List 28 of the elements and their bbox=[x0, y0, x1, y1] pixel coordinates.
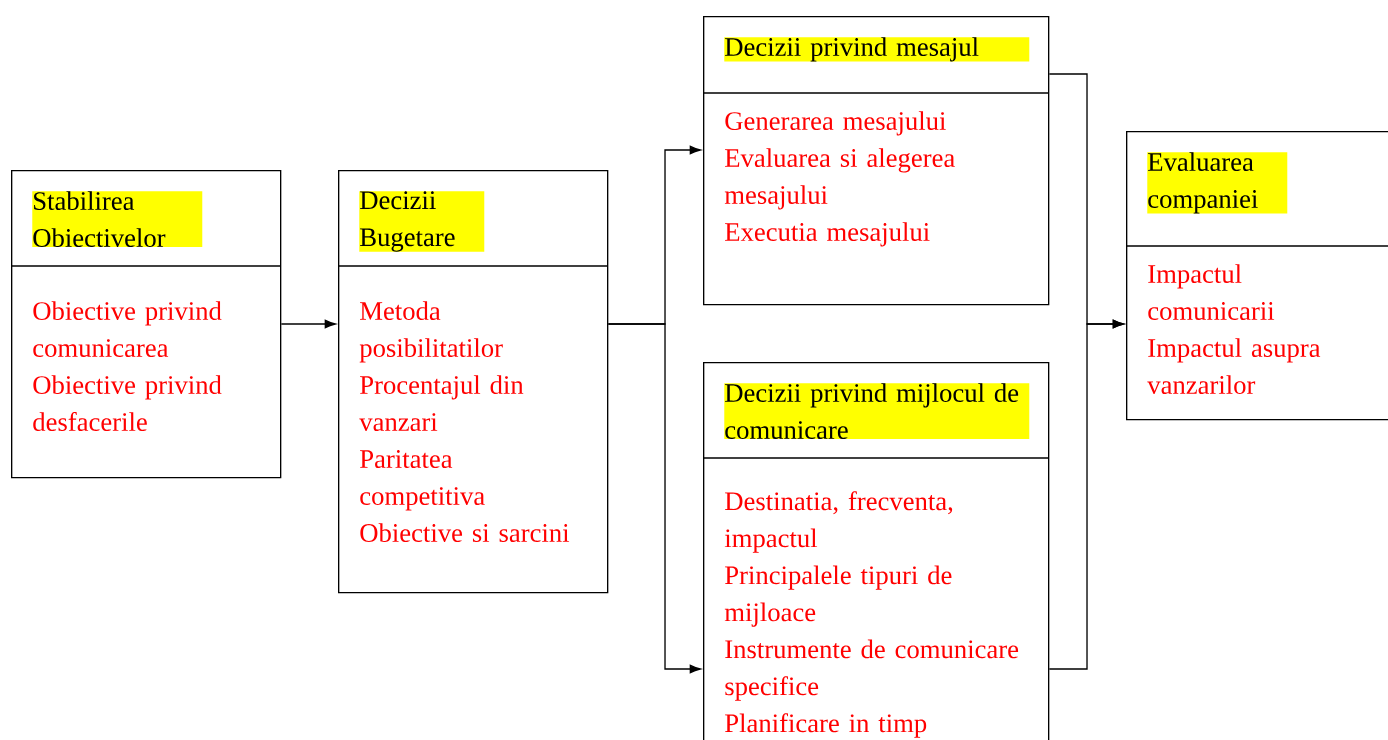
process-box bbox=[703, 16, 1050, 306]
list-item: Obiective privind comunicarea bbox=[33, 301, 222, 358]
list-item: Metoda posibilitatilor bbox=[359, 301, 503, 363]
list-item: Obiective si sarcini bbox=[360, 523, 570, 542]
list-item: Instrumente de comunicare specifice bbox=[725, 639, 1019, 701]
list-item: Obiective privind desfacerile bbox=[33, 375, 222, 432]
arrow bbox=[1048, 319, 1124, 670]
list-item: Planificare in timp bbox=[725, 713, 927, 738]
box-heading: Stabilirea Obiectivelor bbox=[32, 191, 203, 248]
list-item: Principalele tipuri de mijloace bbox=[724, 565, 952, 627]
list-item: Evaluarea si alegerea mesajului bbox=[724, 148, 955, 210]
list-item: Paritatea competitiva bbox=[360, 450, 485, 511]
box-heading: Decizii privind mesajul bbox=[724, 37, 1030, 62]
list-item: Executia mesajului bbox=[725, 222, 930, 247]
list-item: Procentajul din vanzari bbox=[359, 375, 524, 432]
list-item: Destinatia, frecventa, impactul bbox=[724, 491, 953, 553]
arrow bbox=[607, 323, 701, 674]
box-heading: Decizii Bugetare bbox=[359, 191, 485, 252]
box-heading: Decizii privind mijlocul de comunicare bbox=[724, 383, 1030, 440]
box-heading: Evaluarea companiei bbox=[1147, 152, 1288, 214]
arrow bbox=[280, 319, 336, 329]
list-item: Generarea mesajului bbox=[725, 111, 946, 136]
process-box bbox=[338, 170, 609, 594]
list-item: Impactul comunicarii bbox=[1148, 264, 1275, 320]
list-item: Impactul asupra vanzarilor bbox=[1147, 338, 1321, 394]
process-box bbox=[1126, 131, 1388, 421]
process-box bbox=[703, 362, 1050, 740]
process-box bbox=[11, 170, 282, 479]
